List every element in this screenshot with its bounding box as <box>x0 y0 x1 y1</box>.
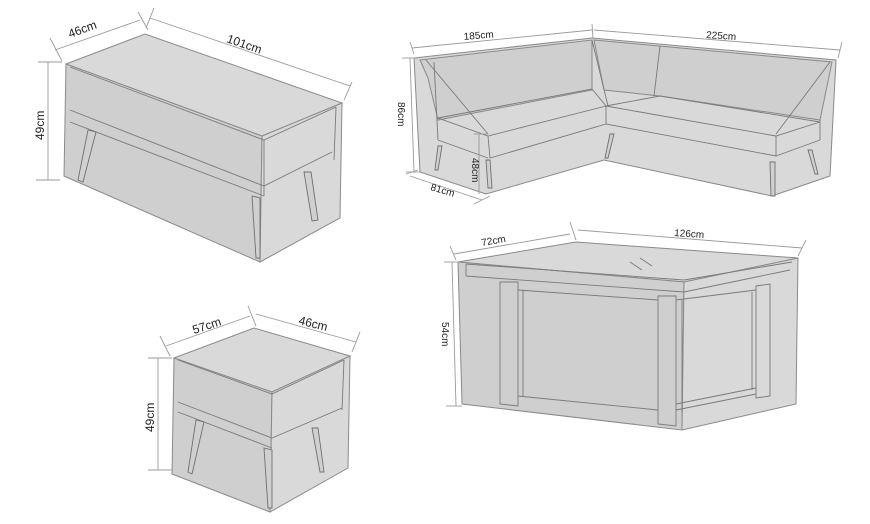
bench-width-label: 101cm <box>225 32 264 57</box>
table-side-face <box>681 257 799 431</box>
stool-cover <box>171 327 352 513</box>
bench-leg <box>77 129 97 183</box>
sofa-seat-height-label: 48cm <box>469 158 480 182</box>
stool-height-label: 49cm <box>143 403 157 432</box>
table-depth-label: 72cm <box>481 234 507 249</box>
sofa-depth-label: 81cm <box>429 182 456 199</box>
sofa-leg <box>604 133 615 159</box>
bench-depth-label: 46cm <box>66 18 98 41</box>
sofa-leg <box>807 149 819 175</box>
sofa-leg <box>769 161 776 197</box>
bench-leg <box>303 171 319 222</box>
sofa-leg <box>434 145 443 171</box>
table-front-face <box>457 261 685 431</box>
stool-dimensions: 57cm 46cm 49cm <box>143 305 361 471</box>
sofa-left-length-label: 185cm <box>463 29 494 43</box>
stool-leg <box>311 427 325 473</box>
table-height-label: 54cm <box>439 322 450 346</box>
bench-leg <box>251 195 261 259</box>
sofa-height-label: 86cm <box>395 102 406 126</box>
stool-width-label: 57cm <box>191 314 223 336</box>
stool-leg <box>263 447 273 509</box>
bench-height-label: 49cm <box>33 111 47 140</box>
stool-depth-label: 46cm <box>297 313 329 334</box>
coffee-table-dimensions: 72cm 126cm 54cm <box>439 221 807 407</box>
table-width-label: 126cm <box>674 228 705 241</box>
sofa-leg <box>485 159 493 189</box>
bench-cover <box>63 33 344 263</box>
sofa-right-length-label: 225cm <box>706 30 737 43</box>
corner-sofa-cover <box>413 37 837 197</box>
bench-side-face <box>259 102 343 263</box>
stool-leg <box>187 419 205 475</box>
coffee-table-cover <box>457 241 799 431</box>
